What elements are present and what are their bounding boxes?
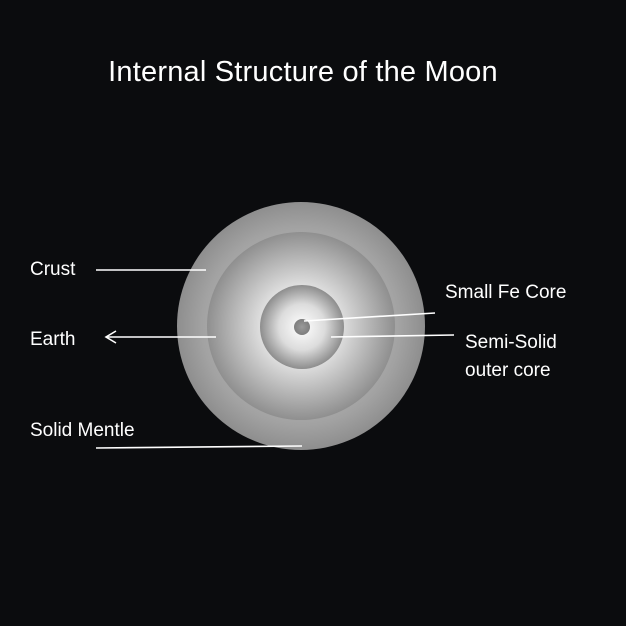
small-fe-core-leader-line — [303, 312, 436, 322]
label-earth: Earth — [30, 329, 76, 350]
diagram-title: Internal Structure of the Moon — [108, 56, 498, 88]
label-solid-mantle: Solid Mentle — [30, 420, 135, 441]
label-small-fe-core: Small Fe Core — [445, 282, 567, 303]
inner-core-layer — [294, 319, 310, 335]
semi-solid-leader-line — [330, 334, 455, 338]
label-semi-solid-outer-core: Semi-Solid outer core — [465, 329, 557, 385]
arrow-left-icon — [104, 330, 117, 344]
label-semi-solid-line2: outer core — [465, 360, 551, 381]
label-crust: Crust — [30, 259, 76, 280]
solid-mantle-leader-line — [95, 445, 303, 449]
label-semi-solid-line1: Semi-Solid — [465, 332, 557, 353]
